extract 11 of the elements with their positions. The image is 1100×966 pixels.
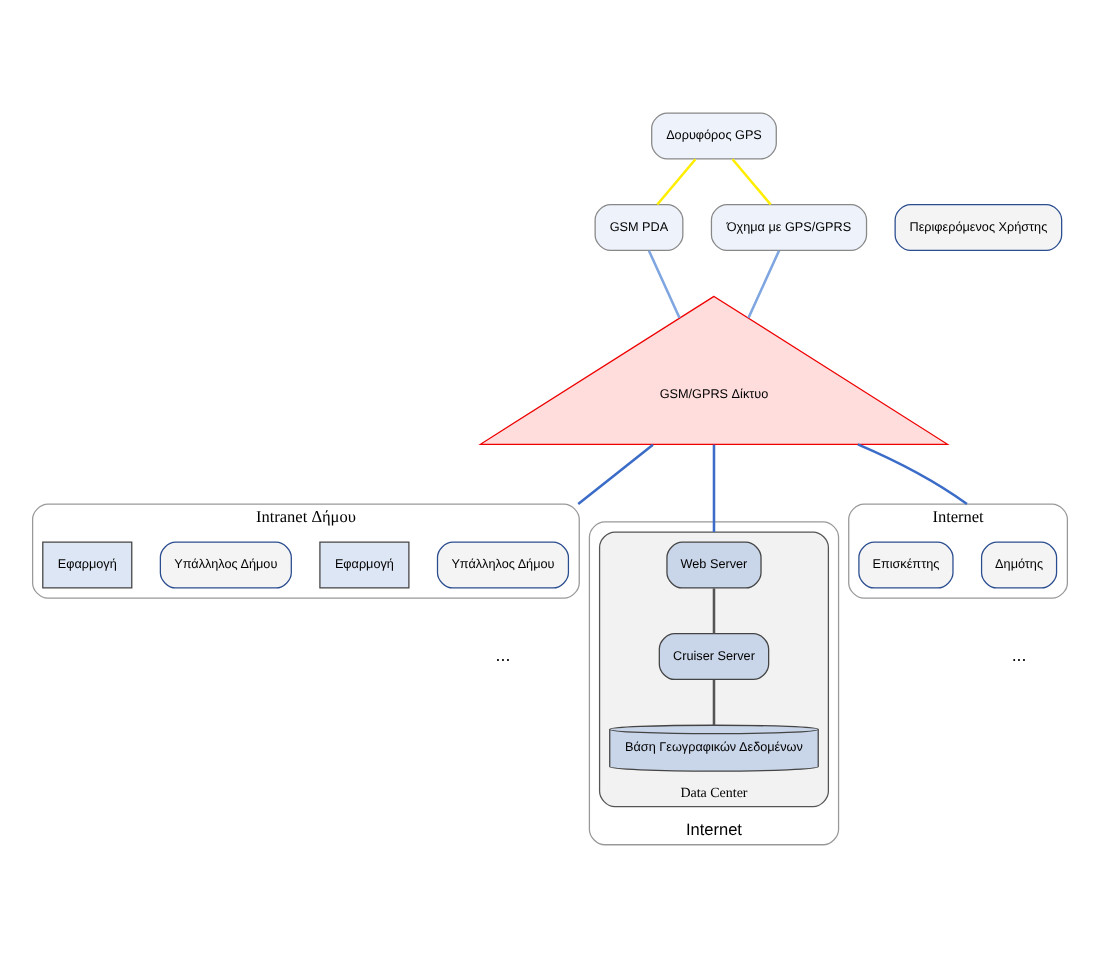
- connector: [747, 249, 781, 318]
- connector: [656, 157, 697, 205]
- connector: [577, 442, 654, 505]
- connector: [712, 678, 716, 725]
- connector: [712, 587, 716, 633]
- label: ...: [1011, 644, 1027, 665]
- label: ...: [495, 644, 511, 665]
- connector: [647, 249, 681, 318]
- connector: [857, 442, 968, 505]
- connector: [712, 443, 716, 532]
- connector: [731, 157, 772, 205]
